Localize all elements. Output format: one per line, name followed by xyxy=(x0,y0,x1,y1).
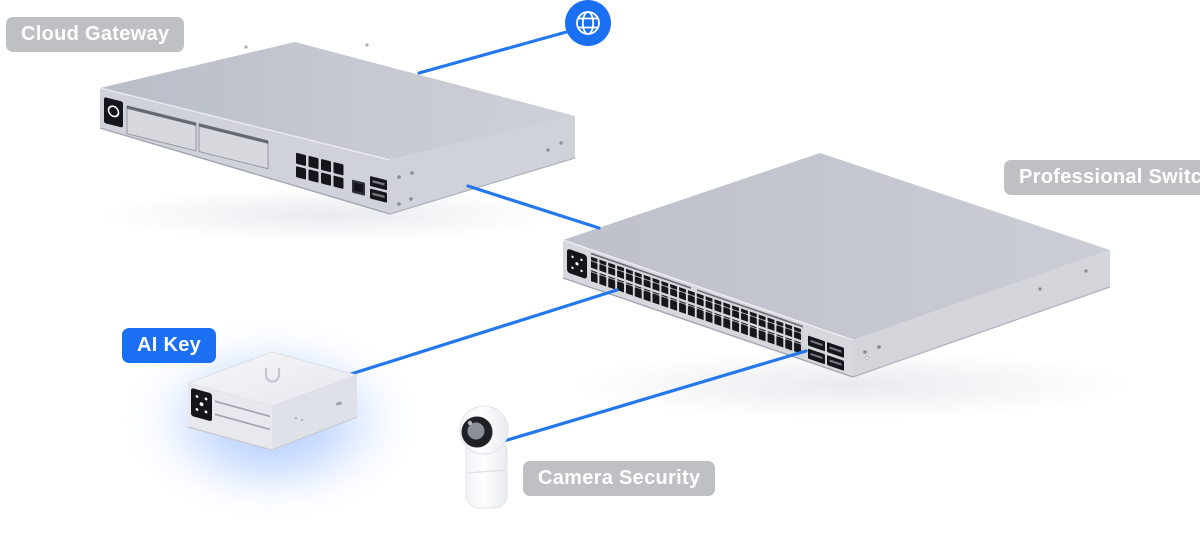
cloud-gateway-device[interactable] xyxy=(99,42,576,241)
gateway-power-button xyxy=(104,97,123,128)
gateway-ethernet-ports xyxy=(296,152,344,189)
label-ai-key[interactable]: AI Key xyxy=(122,328,217,363)
gateway-bottom-edge xyxy=(99,127,391,215)
switch-port-divider xyxy=(591,252,691,289)
gateway-sfp-ports xyxy=(352,176,387,203)
ai-key-logo xyxy=(264,368,281,383)
switch-port-divider xyxy=(697,289,803,328)
switch-top-face xyxy=(563,153,1110,340)
label-camera-security[interactable]: Camera Security xyxy=(523,461,716,496)
switch-top-edge-highlight xyxy=(562,239,854,341)
ai-key-port-panel xyxy=(191,388,212,421)
gateway-power-ring xyxy=(107,105,120,118)
ai-key-vent-slot xyxy=(215,400,270,418)
gateway-drive-bay-1 xyxy=(126,105,197,152)
gateway-side-face xyxy=(390,116,575,214)
ai-key-bottom-edge xyxy=(187,426,273,451)
ai-key-right-face xyxy=(272,375,357,450)
ai-key-side-marks xyxy=(294,401,342,422)
switch-shadow xyxy=(570,351,1130,419)
globe-icon xyxy=(576,11,600,35)
connection-gateway-switch xyxy=(466,184,601,230)
camera-lens xyxy=(467,422,485,440)
ai-key-vent-slot xyxy=(215,413,270,431)
internet-node[interactable] xyxy=(565,0,611,46)
switch-touchscreen xyxy=(567,249,587,279)
connection-aikey-switch xyxy=(349,288,619,376)
switch-screws xyxy=(863,269,1088,360)
gateway-shadow xyxy=(100,189,560,241)
gateway-top-face xyxy=(100,42,575,160)
switch-sfp-ports xyxy=(808,335,844,371)
label-cloud-gateway[interactable]: Cloud Gateway xyxy=(6,17,185,52)
switch-bottom-edge xyxy=(562,277,854,378)
camera-body-seam xyxy=(467,469,506,474)
globe-circle xyxy=(565,0,611,46)
ai-key-bottom-edge-right xyxy=(271,416,358,451)
gateway-bottom-edge-right xyxy=(389,157,576,215)
gateway-drive-bay-2 xyxy=(198,123,269,170)
label-professional-switch[interactable]: Professional Switch xyxy=(1004,160,1200,195)
switch-ethernet-ports xyxy=(591,256,803,355)
camera-device[interactable] xyxy=(459,405,509,509)
ai-key-device[interactable] xyxy=(186,351,359,451)
camera-lens-glint xyxy=(467,420,473,426)
switch-side-face xyxy=(853,250,1110,377)
switch-bottom-edge-right xyxy=(852,286,1111,378)
professional-switch-device[interactable] xyxy=(562,153,1130,419)
gateway-top-edge-highlight xyxy=(99,87,391,161)
gateway-screws xyxy=(244,43,563,206)
connection-gateway-internet xyxy=(417,29,572,75)
connections xyxy=(349,29,808,443)
connection-camera-switch xyxy=(502,349,808,443)
